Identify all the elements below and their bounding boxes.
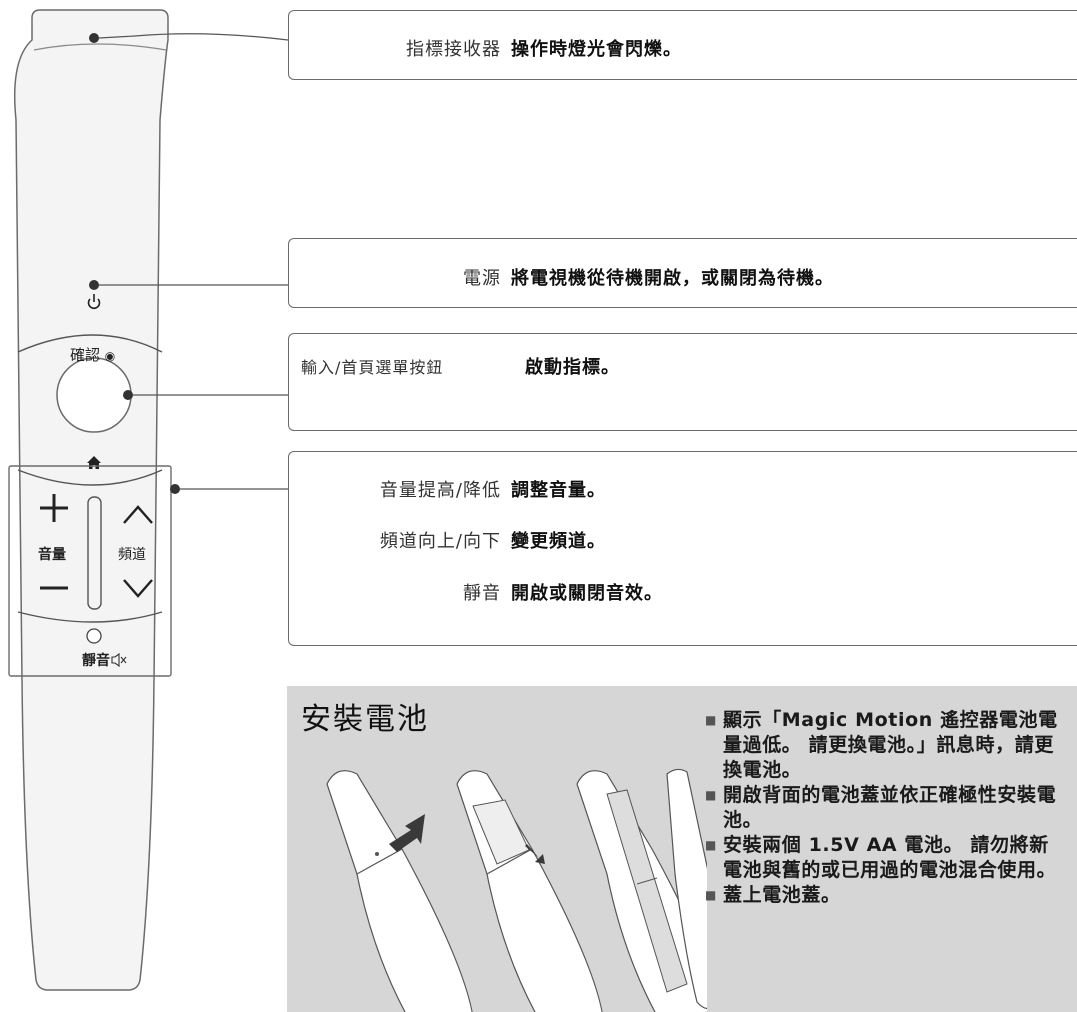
battery-note: ■蓋上電池蓋。 <box>705 884 841 906</box>
battery-step-2: 88 <box>456 770 603 1012</box>
battery-note: ■安裝兩個 1.5V AA 電池。 請勿將新電池與舊的或已用過的電池混合使用。 <box>705 834 1057 881</box>
callout-input-home: 輸入/首頁選單按鈕 啟動指標。 <box>288 333 1077 431</box>
lift-arrow-icon <box>525 844 545 864</box>
battery-title: 安裝電池 <box>301 702 429 737</box>
power-icon <box>87 294 101 310</box>
desc-channel: 變更頻道。 <box>511 531 606 552</box>
magic-remote-illustration <box>8 9 289 991</box>
battery-step-3: 88 <box>576 768 707 1012</box>
ir-receiver-dot <box>89 33 99 43</box>
remote-body <box>13 9 169 991</box>
battery-notes-list: ■顯示「Magic Motion 遙控器電池電量過低。 請更換電池。」訊息時，請… <box>705 708 1065 908</box>
control-block-outline <box>8 465 172 677</box>
center-rocker <box>87 496 102 610</box>
channel-up-icon <box>123 505 153 524</box>
term-input-home: 輸入/首頁選單按鈕 <box>301 358 444 377</box>
battery-step-1: 88 <box>326 770 473 1012</box>
bullet-icon: ■ <box>705 713 717 727</box>
wheel-ok-button <box>56 357 132 433</box>
mute-icon <box>111 652 127 668</box>
bullet-icon: ■ <box>705 838 717 852</box>
desc-volume: 調整音量。 <box>511 480 606 501</box>
desc-input-home: 啟動指標。 <box>525 357 620 378</box>
confirm-label-wrap: 確認 ◉ <box>70 344 115 365</box>
battery-note: ■開啟背面的電池蓋並依正確極性安裝電池。 <box>705 784 1057 831</box>
remote-top-cap <box>33 43 167 51</box>
channel-down-icon <box>123 579 153 598</box>
term-mute: 靜音 <box>463 583 501 604</box>
desc-mute: 開啟或關閉音效。 <box>511 583 663 604</box>
mute-label: 靜音 <box>82 653 110 669</box>
callout-power: 電源 將電視機從待機開啟，或關閉為待機。 <box>288 238 1077 308</box>
confirm-indicator-icon: ◉ <box>104 349 116 363</box>
callout-pointer-receiver: 指標接收器 操作時燈光會閃爍。 <box>288 10 1077 80</box>
confirm-area-arc <box>17 334 163 353</box>
slide-arrow-icon <box>389 814 425 852</box>
term-power: 電源 <box>463 268 501 289</box>
battery-install-panel: 安裝電池 88 88 88 ■顯示「Magic Motion 遙控器電 <box>287 686 1077 1012</box>
bullet-icon: ■ <box>705 788 717 802</box>
confirm-label: 確認 <box>70 346 101 364</box>
term-volume: 音量提高/降低 <box>379 480 501 501</box>
bullet-icon: ■ <box>705 888 717 902</box>
callout-volume-channel-mute: 音量提高/降低 調整音量。 頻道向上/向下 變更頻道。 靜音 開啟或關閉音效。 <box>288 451 1077 646</box>
battery-cover-icon <box>666 768 707 1010</box>
mute-button <box>86 628 102 644</box>
battery-note: ■顯示「Magic Motion 遙控器電池電量過低。 請更換電池。」訊息時，請… <box>705 709 1058 781</box>
term-channel: 頻道向上/向下 <box>379 531 501 552</box>
term-pointer-receiver: 指標接收器 <box>406 39 501 60</box>
power-button-dot <box>89 280 99 290</box>
volume-label: 音量 <box>38 547 66 563</box>
battery-pair-icon <box>606 789 688 993</box>
desc-pointer-receiver: 操作時燈光會閃爍。 <box>511 39 682 60</box>
battery-steps-illustration: 88 88 88 <box>326 768 707 1012</box>
channel-label: 頻道 <box>118 547 146 563</box>
volume-up-icon <box>40 494 68 522</box>
desc-power: 將電視機從待機開啟，或關閉為待機。 <box>511 268 834 289</box>
